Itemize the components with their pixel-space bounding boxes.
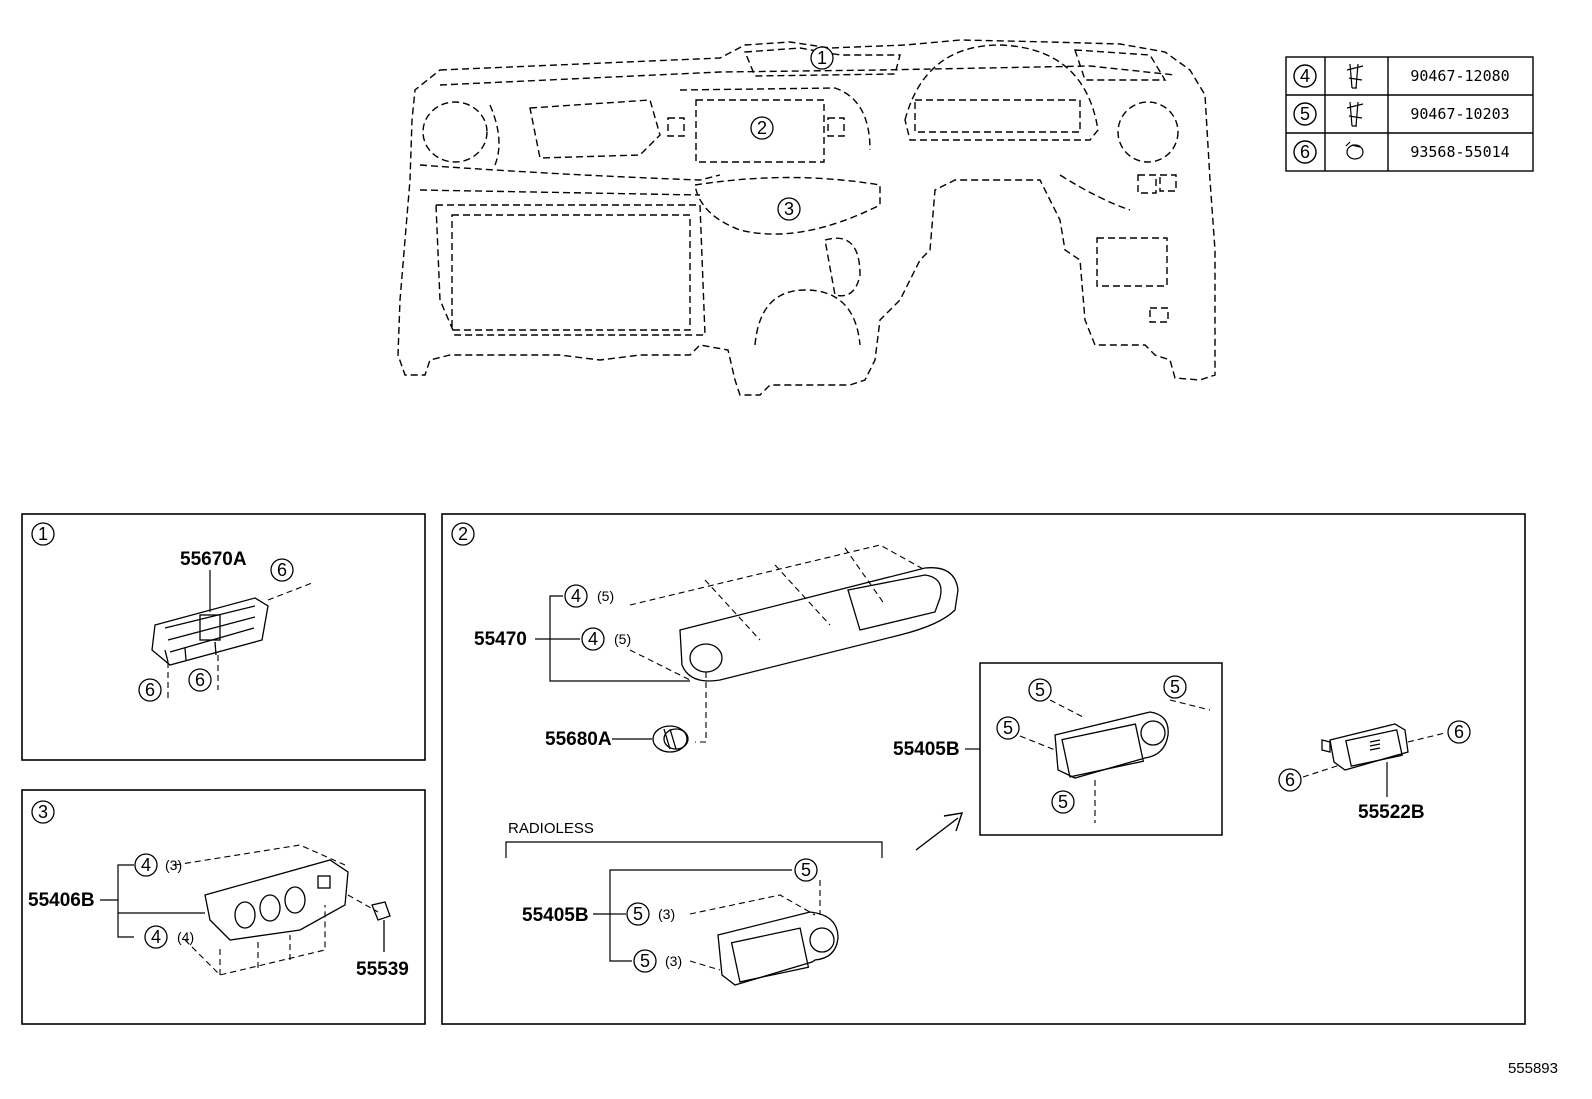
panel-2-callout-6-b: 6 [1285, 770, 1295, 790]
radioless-bezel-drawing [717, 911, 839, 986]
panel-2-inset-callout-5-b: 5 [1170, 677, 1180, 697]
inset-bezel-drawing [1054, 711, 1169, 779]
diagram-reference-number: 555893 [1508, 1060, 1558, 1077]
panel-2-frame [441, 513, 1526, 1025]
panel-1-callout: 1 [38, 524, 48, 544]
round-vent-drawing [652, 725, 689, 753]
inset-dashed-leaders [1019, 699, 1211, 823]
clip-icon [1346, 63, 1364, 89]
screw-icon [1345, 141, 1364, 160]
arrow-icon [915, 812, 964, 851]
panel-3-callout-4-a: 4 [141, 855, 151, 875]
radioless-label: RADIOLESS [508, 820, 594, 837]
panel-3-dashed-guides [174, 844, 379, 976]
panel-2-callout-4-a: 4 [571, 586, 581, 606]
panel-2-callout-4-b: 4 [588, 629, 598, 649]
fastener-row-2-callout: 5 [1300, 104, 1310, 124]
panel-2-inset-callout-5-a: 5 [1035, 680, 1045, 700]
lower-center-panel-drawing [204, 859, 349, 941]
center-air-vent-drawing [151, 597, 269, 666]
panel-1-fastener-6-b: 6 [145, 680, 155, 700]
fastener-row-3-callout: 6 [1300, 142, 1310, 162]
panel-2-radioless-callout-5-a: 5 [801, 860, 811, 880]
panel-1-part-55670A: 55670A [180, 549, 247, 570]
clip-icon [1346, 101, 1364, 127]
panel-1-leaders [167, 582, 313, 702]
panel-1-frame [21, 513, 426, 761]
panel-2-radioless-dashed [689, 880, 821, 971]
panel-3-callout: 3 [38, 802, 48, 822]
switch-55522B-drawing [1321, 723, 1409, 771]
panel-2-radioless-qty-3-a: (3) [658, 906, 675, 922]
panel-3-qty-4: (4) [177, 929, 194, 945]
panel-2-upper-dashed-guides [629, 544, 926, 743]
panel-3-frame [21, 789, 426, 1025]
radioless-bracket [505, 841, 883, 858]
panel-3-callout-4-b: 4 [151, 927, 161, 947]
overview-callout-1: 1 [817, 48, 827, 68]
panel-2-part-55522B: 55522B [1358, 802, 1425, 823]
overview-callout-2: 2 [757, 118, 767, 138]
fastener-table [1285, 56, 1534, 172]
panel-3-leaders [100, 864, 205, 938]
panel-2-55522B-leaders [1302, 732, 1446, 778]
fastener-row-2-part-number: 90467-10203 [1410, 105, 1509, 123]
panel-2-radioless-qty-3-b: (3) [665, 953, 682, 969]
panel-1-fastener-6-c: 6 [195, 670, 205, 690]
panel-3-part-55406B: 55406B [28, 890, 95, 911]
panel-2-radioless-leaders [593, 869, 792, 962]
panel-2-part-55470: 55470 [474, 629, 527, 650]
dashboard-overview-drawing [397, 39, 1216, 396]
panel-2-inset-callout-5-c: 5 [1003, 718, 1013, 738]
panel-3-qty-3: (3) [165, 857, 182, 873]
panel-2-inset-callout-5-d: 5 [1058, 792, 1068, 812]
upper-trim-panel-drawing [679, 567, 959, 682]
fastener-row-3-part-number: 93568-55014 [1410, 143, 1509, 161]
panel-2-part-55405B-radioless: 55405B [522, 905, 589, 926]
panel-2-part-55405B-inset: 55405B [893, 739, 960, 760]
fastener-row-1-part-number: 90467-12080 [1410, 67, 1509, 85]
panel-2-55470-leaders [535, 595, 690, 682]
panel-2-part-55680A: 55680A [545, 729, 612, 750]
panel-2-callout-6-a: 6 [1454, 722, 1464, 742]
overview-callout-3: 3 [784, 199, 794, 219]
panel-3-part-55539: 55539 [356, 959, 409, 980]
panel-2-callout: 2 [458, 524, 468, 544]
fastener-row-1-callout: 4 [1300, 66, 1310, 86]
clip-55539-drawing [371, 901, 391, 952]
panel-1-fastener-6-a: 6 [277, 560, 287, 580]
panel-2-radioless-callout-5-c: 5 [640, 951, 650, 971]
overview-callouts [750, 46, 834, 221]
panel-2-qty-5-b: (5) [614, 631, 631, 647]
panel-2-radioless-callout-5-b: 5 [633, 904, 643, 924]
panel-2-qty-5-a: (5) [597, 588, 614, 604]
